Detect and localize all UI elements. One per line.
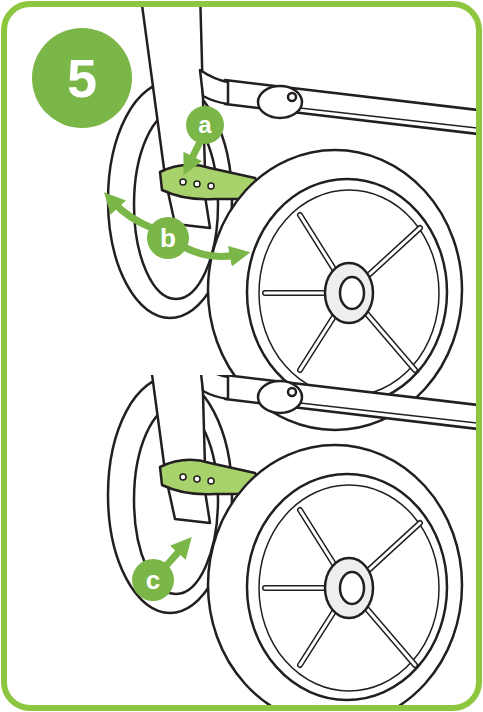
badge-text-holder: 5	[32, 28, 132, 128]
callout-badge: a	[186, 106, 224, 144]
callout-badge: b	[147, 217, 189, 259]
wheel-view-lower	[108, 375, 477, 705]
callout-number: a	[198, 113, 211, 137]
press-arrow	[190, 142, 200, 162]
wheel-view-upper	[108, 6, 477, 430]
lift-arrow	[166, 548, 182, 566]
badge-circle	[132, 559, 174, 601]
callout-number: 5	[67, 51, 97, 105]
callout-badge: 5	[32, 28, 132, 128]
badge-text-holder: b	[147, 217, 189, 259]
badge-text-holder: c	[132, 559, 174, 601]
badge-text-holder: a	[186, 106, 224, 144]
callout-number: c	[146, 567, 160, 593]
badge-circle	[186, 106, 224, 144]
panel-border	[4, 4, 479, 708]
callout-badge: c	[132, 559, 174, 601]
callout-number: b	[160, 225, 176, 251]
badge-circle	[32, 28, 132, 128]
badge-circle	[147, 217, 189, 259]
swivel-arrow	[114, 203, 152, 228]
wheel-views	[108, 6, 477, 706]
swivel-arrow	[186, 248, 236, 256]
motion-arrows	[114, 142, 236, 566]
